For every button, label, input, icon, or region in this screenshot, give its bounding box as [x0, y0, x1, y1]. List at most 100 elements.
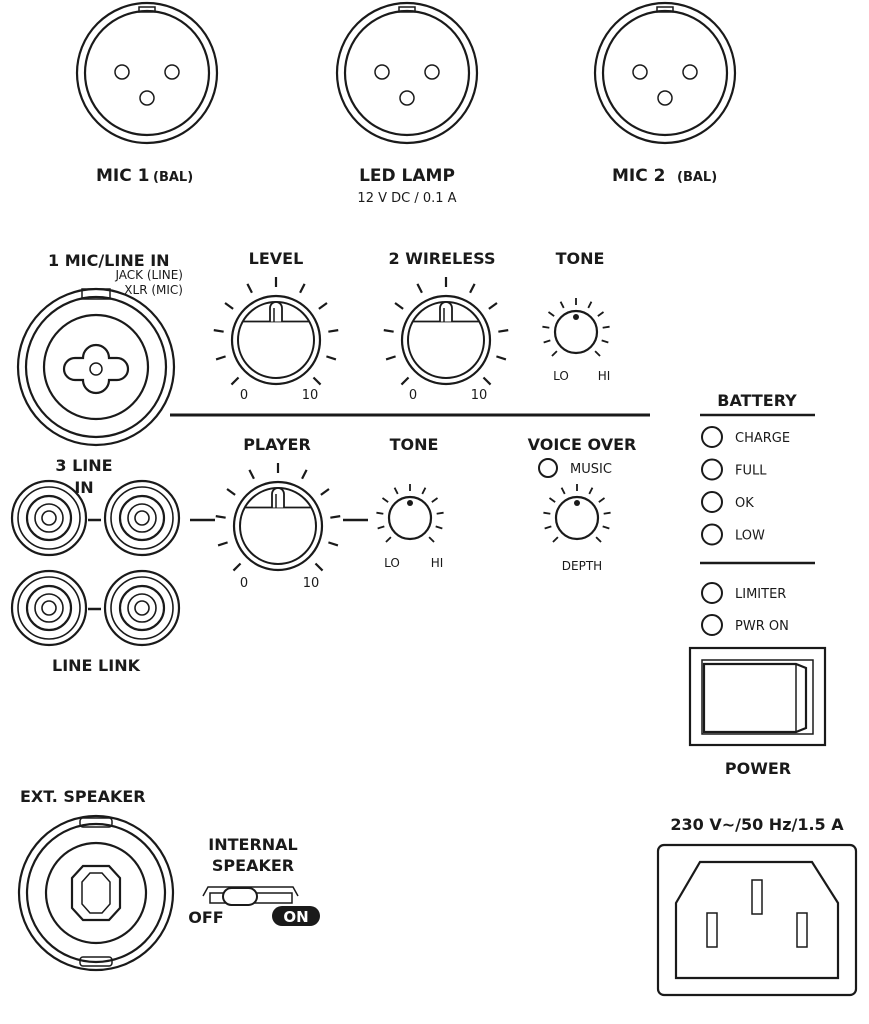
tone-bottom-knob[interactable]: [376, 484, 444, 543]
knob-tick: [328, 541, 339, 547]
player-min: 0: [240, 576, 248, 591]
knob-tick: [551, 350, 558, 357]
knob-pointer: [271, 487, 285, 508]
knob-tick: [312, 376, 322, 386]
knob-tick: [598, 497, 606, 503]
knob-tick: [482, 376, 492, 386]
status-led-label: PWR ON: [735, 619, 789, 634]
player-max: 10: [303, 576, 320, 591]
player-knob[interactable]: [215, 463, 341, 572]
knob-tick: [469, 283, 476, 294]
depth-label: DEPTH: [562, 559, 602, 573]
knob-tick: [224, 302, 234, 310]
mains-spec: 230 V~/50 Hz/1.5 A: [670, 815, 844, 834]
voice-over-label: VOICE OVER: [528, 435, 637, 454]
knob-tick: [393, 487, 399, 495]
knob-tick: [436, 511, 444, 515]
knob-tick: [377, 525, 385, 530]
status-led: [701, 426, 723, 448]
knob-tick: [543, 339, 551, 344]
line-link-label: LINE LINK: [52, 656, 141, 675]
iec-power-inlet[interactable]: [656, 843, 858, 997]
knob-tick: [213, 329, 224, 333]
status-led: [701, 582, 723, 604]
knob-tick: [217, 541, 228, 547]
knob-tick: [544, 525, 552, 530]
status-led: [701, 491, 723, 513]
internal-speaker-slide-switch[interactable]: [202, 886, 320, 926]
led-lamp-spec: 12 V DC / 0.1 A: [357, 191, 456, 206]
knob-tick: [226, 488, 236, 496]
knob-tick: [383, 329, 394, 333]
knob-tick: [498, 329, 509, 333]
line-link-rca-left[interactable]: [10, 569, 88, 647]
knob-tick: [215, 515, 226, 519]
led-lamp-socket[interactable]: [335, 1, 479, 145]
line-link-rca-right[interactable]: [103, 569, 181, 647]
knob-body: [400, 294, 492, 386]
channel1-title: 1 MIC/LINE IN: [48, 251, 170, 270]
depth-knob[interactable]: [543, 484, 611, 543]
speakon-socket[interactable]: [17, 814, 175, 972]
wireless-knob[interactable]: [383, 277, 509, 386]
wireless-max: 10: [471, 388, 488, 403]
wireless-knob-label: 2 WIRELESS: [388, 249, 495, 268]
knob-tick: [431, 497, 439, 503]
player-knob-label: PLAYER: [243, 435, 311, 454]
knob-tick: [416, 283, 423, 294]
power-switch[interactable]: [688, 646, 827, 747]
knob-body: [230, 294, 322, 386]
knob-tick: [595, 536, 602, 543]
knob-tick: [496, 355, 507, 361]
led-lamp-label: LED LAMP: [359, 166, 455, 186]
knob-tick: [330, 515, 341, 519]
status-led-label: FULL: [735, 464, 767, 479]
knob-tick: [428, 536, 435, 543]
knob-tick: [548, 497, 556, 503]
level-knob[interactable]: [213, 277, 339, 386]
tone-top-min: LO: [553, 369, 569, 383]
rca-jacks: [10, 479, 181, 647]
knob-tick: [299, 283, 306, 294]
knob-tick: [314, 562, 324, 572]
battery-title: BATTERY: [717, 391, 797, 410]
tone-top-knob[interactable]: [542, 298, 610, 357]
line-in-rca-left[interactable]: [10, 479, 88, 557]
knob-tick: [603, 511, 611, 515]
knob-tick: [560, 487, 566, 495]
line-in-rca-right[interactable]: [103, 479, 181, 557]
knob-tick: [543, 511, 551, 515]
knob-tick: [602, 325, 610, 329]
mic2-label: MIC 2: [612, 166, 665, 186]
knob-tick: [232, 562, 242, 572]
status-led: [701, 614, 723, 636]
switch-off-label: OFF: [188, 908, 223, 927]
tone-bottom-knob-label: TONE: [390, 435, 439, 454]
knob-tick: [588, 487, 594, 495]
internal-speaker-label-2: SPEAKER: [212, 856, 294, 875]
line-in-label-2: IN: [74, 478, 93, 497]
tone-bottom-max: HI: [431, 556, 444, 570]
knob-body: [387, 495, 433, 541]
combo-jack-socket[interactable]: [16, 287, 176, 447]
knob-tick: [602, 525, 610, 530]
knob-tick: [215, 355, 226, 361]
mic1-label: MIC 1: [96, 166, 149, 186]
knob-tick: [400, 376, 410, 386]
knob-tick: [547, 311, 555, 317]
status-led: [701, 458, 723, 481]
knob-pointer: [269, 301, 283, 322]
channel1-sub-jack: JACK (LINE): [114, 268, 183, 282]
mic2-xlr-socket[interactable]: [593, 1, 737, 145]
knob-tick: [301, 469, 308, 480]
knob-tick: [394, 302, 404, 310]
power-label: POWER: [725, 759, 791, 778]
status-led-label: OK: [735, 496, 754, 511]
knob-tick: [320, 488, 330, 496]
level-min: 0: [240, 388, 248, 403]
status-led-label: CHARGE: [735, 431, 790, 446]
mic1-xlr-socket[interactable]: [75, 1, 219, 145]
knob-body: [553, 309, 599, 355]
